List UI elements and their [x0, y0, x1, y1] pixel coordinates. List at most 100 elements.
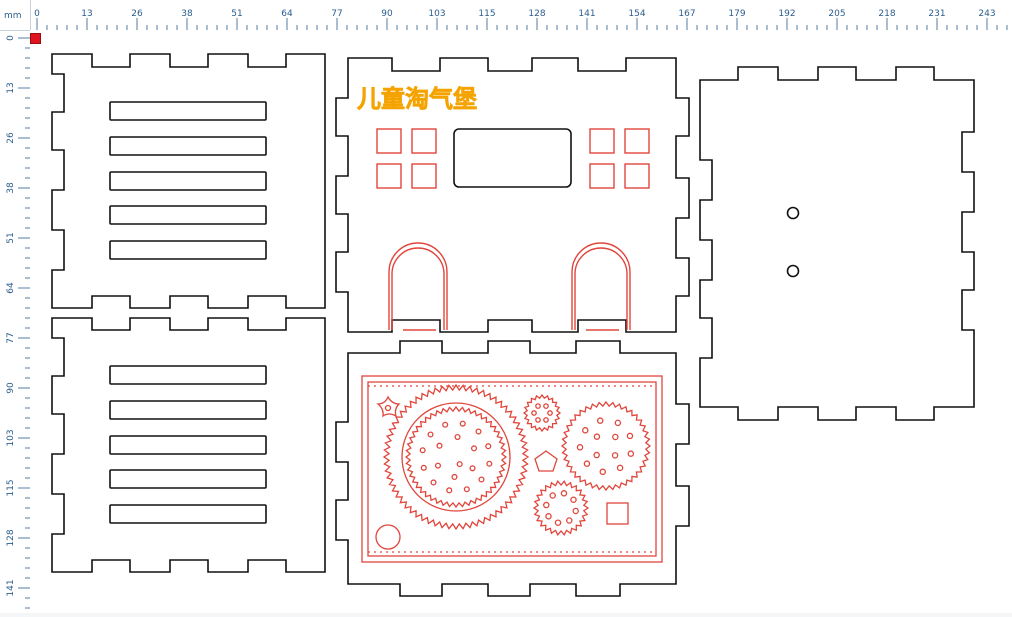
side-panel-top-left[interactable] [51, 53, 326, 309]
button-square[interactable] [376, 128, 402, 154]
gear-hole[interactable] [456, 461, 463, 468]
arch-door-left-inner[interactable] [391, 247, 445, 330]
gear-hole[interactable] [554, 519, 562, 526]
gear-hole[interactable] [420, 464, 427, 471]
gear-hole[interactable] [469, 465, 476, 472]
gear-hole[interactable] [566, 517, 573, 524]
slot[interactable] [109, 205, 267, 225]
button-square[interactable] [376, 163, 402, 189]
gear-hole[interactable] [475, 428, 482, 435]
gear-panel[interactable] [335, 340, 690, 597]
gear-hole[interactable] [572, 507, 579, 515]
gear-hole[interactable] [463, 486, 470, 493]
gear-hole[interactable] [582, 427, 589, 434]
slot[interactable] [109, 435, 267, 455]
front-panel[interactable]: 儿童淘气堡 [335, 57, 690, 333]
gear-hole[interactable] [451, 473, 458, 480]
gear-large[interactable] [382, 383, 530, 531]
design-artwork[interactable]: 儿童淘气堡 [30, 30, 1012, 613]
gear-board-frame-inner[interactable] [367, 381, 657, 557]
gear-hole[interactable] [419, 447, 426, 454]
gear-hole[interactable] [616, 464, 624, 472]
gear-hole[interactable] [442, 421, 449, 428]
arch-door-right[interactable] [571, 242, 631, 330]
button-square[interactable] [624, 163, 650, 189]
gear-hole[interactable] [459, 420, 466, 427]
gear-board-frame-outer[interactable] [361, 375, 663, 563]
gear-hole[interactable] [593, 433, 601, 440]
side-panel-bottom-left-outline[interactable] [51, 317, 326, 573]
slot[interactable] [109, 171, 267, 191]
gear-hole[interactable] [543, 403, 549, 409]
slot[interactable] [109, 400, 267, 420]
pentagon-shape[interactable] [534, 450, 558, 472]
gear-small-top[interactable] [522, 393, 562, 433]
gear-hole[interactable] [599, 468, 607, 476]
gear-hole[interactable] [535, 403, 541, 409]
design-canvas[interactable]: 儿童淘气堡 [30, 30, 1012, 613]
slot[interactable] [109, 365, 267, 385]
gear-hole[interactable] [549, 492, 556, 499]
button-square[interactable] [589, 163, 615, 189]
gear-hole[interactable] [478, 476, 485, 483]
gear-hole[interactable] [535, 417, 541, 423]
screen-window[interactable] [453, 128, 572, 188]
ruler-top-label: 128 [528, 9, 545, 19]
gear-hole[interactable] [560, 490, 568, 497]
arch-door-left[interactable] [388, 242, 448, 330]
gear-hole[interactable] [427, 431, 434, 438]
gear-hole[interactable] [626, 432, 634, 440]
gear-hole[interactable] [430, 479, 437, 486]
mount-hole[interactable] [786, 264, 800, 278]
gear-hole[interactable] [545, 513, 552, 520]
gear-hole[interactable] [614, 419, 622, 427]
gear-hole[interactable] [543, 501, 550, 509]
slot[interactable] [109, 469, 267, 489]
side-panel-bottom-left[interactable] [51, 317, 326, 573]
gear-hole[interactable] [627, 450, 635, 457]
back-panel[interactable] [699, 66, 975, 421]
square-shape[interactable] [606, 502, 629, 525]
slot[interactable] [109, 101, 267, 121]
side-panel-top-left-outline[interactable] [51, 53, 326, 309]
gear-hole[interactable] [611, 452, 619, 459]
gear-hole[interactable] [436, 442, 443, 449]
gear-hole[interactable] [547, 410, 553, 416]
gear-hole[interactable] [454, 434, 461, 441]
slot[interactable] [109, 504, 267, 524]
gear-hole[interactable] [486, 460, 493, 467]
button-square[interactable] [589, 128, 615, 154]
button-square[interactable] [411, 128, 437, 154]
gear-large-inner[interactable] [404, 405, 508, 509]
mount-hole[interactable] [786, 206, 800, 220]
gear-hole[interactable] [531, 410, 537, 416]
gear-hole[interactable] [543, 417, 549, 423]
flower-icon[interactable] [376, 395, 401, 418]
gear-panel-outline[interactable] [335, 340, 690, 597]
button-square[interactable] [624, 128, 650, 154]
gear-hole[interactable] [583, 460, 591, 467]
gear-hole[interactable] [446, 487, 453, 494]
engraving-title[interactable]: 儿童淘气堡 [357, 85, 478, 114]
front-panel-outline[interactable] [335, 57, 690, 333]
gear-small-bottom[interactable] [532, 480, 590, 536]
back-panel-outline[interactable] [699, 66, 975, 421]
gear-hole[interactable] [470, 445, 478, 452]
slot[interactable] [109, 136, 267, 156]
gear-medium[interactable] [560, 400, 652, 492]
gear-hole[interactable] [434, 462, 442, 469]
gear-hole[interactable] [576, 444, 584, 451]
round-shape[interactable] [375, 524, 401, 550]
button-square[interactable] [411, 163, 437, 189]
slot[interactable] [109, 240, 267, 260]
gear-hole[interactable] [570, 496, 577, 503]
origin-marker[interactable] [30, 33, 41, 44]
gear-hole[interactable] [612, 433, 619, 441]
gear-hole[interactable] [593, 451, 600, 459]
gear-hole[interactable] [596, 417, 604, 424]
gear-hole[interactable] [485, 443, 492, 450]
arch-door-right-inner[interactable] [574, 247, 628, 330]
